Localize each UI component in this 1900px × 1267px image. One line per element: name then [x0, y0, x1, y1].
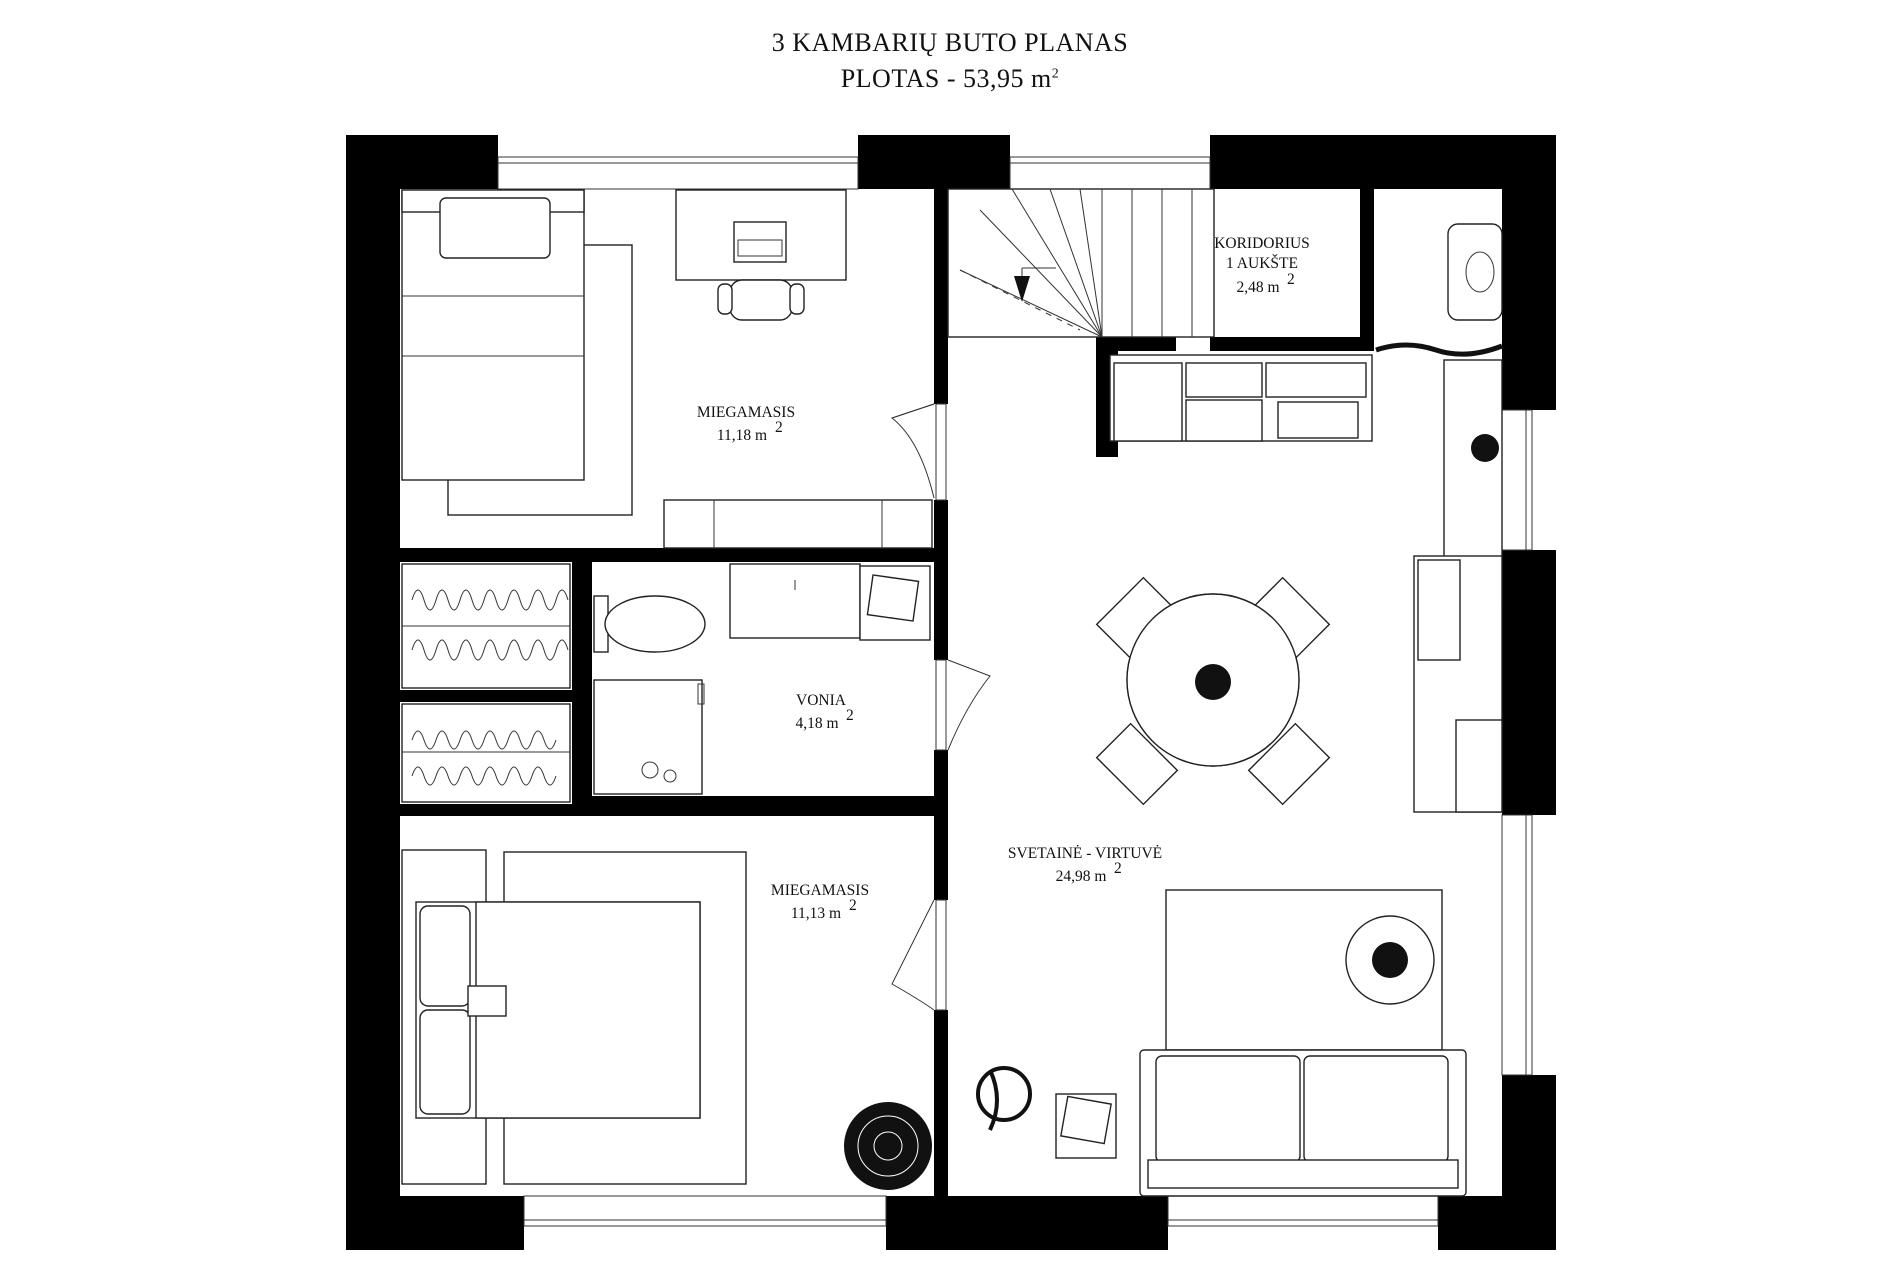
exterior-walls: [346, 135, 1556, 1250]
room-area-sup: 2: [1114, 860, 1122, 877]
room-area: 2,48 m: [1236, 279, 1279, 296]
plan-area-sup: 2: [1051, 66, 1060, 82]
room-name: VONIA: [796, 692, 847, 709]
sideboard-icon: [663, 499, 933, 549]
plan-area-subtitle: PLOTAS - 53,95 m2: [0, 64, 1900, 94]
room-area: 11,18 m: [717, 427, 767, 444]
plant-icon-counter: [1471, 434, 1499, 462]
toilet-icon: [593, 595, 706, 653]
door-bottom-bedroom[interactable]: [891, 899, 947, 1011]
laptop-icon: [733, 221, 787, 263]
plant-icon-living: [976, 1066, 1032, 1131]
bed-icon-double: [401, 849, 747, 1185]
room-name: KORIDORIUS: [1214, 235, 1310, 252]
label-corridor: KORIDORIUS 1 AUKŠTE 2,48 m 2: [1214, 235, 1310, 296]
sink-icon: [729, 563, 861, 639]
plan-title-text: 3 KAMBARIŲ BUTO PLANAS: [771, 28, 1129, 57]
interior-walls: [400, 189, 1374, 1196]
towel-icon: [859, 565, 931, 641]
room-area-sup: 2: [849, 897, 857, 914]
room-name: MIEGAMASIS: [697, 404, 795, 421]
kitchen-counter-icon: [1109, 354, 1503, 813]
bed-icon: [401, 189, 633, 516]
label-bathroom: VONIA 4,18 m 2: [795, 692, 853, 732]
room-area-sup: 2: [846, 707, 854, 724]
plan-area-text: PLOTAS - 53,95 m: [840, 64, 1052, 93]
room-area-sup: 2: [775, 419, 783, 436]
room-name: MIEGAMASIS: [771, 882, 869, 899]
room-area: 11,13 m: [791, 905, 841, 922]
room-area: 24,98 m: [1056, 868, 1107, 885]
plan-title: 3 KAMBARIŲ BUTO PLANAS: [0, 28, 1900, 58]
room-area: 4,18 m: [795, 715, 838, 732]
room-area-sup: 2: [1287, 271, 1295, 288]
rug-icon: [1165, 889, 1443, 1051]
label-living-kitchen: SVETAINĖ - VIRTUVĖ 24,98 m 2: [1008, 845, 1162, 885]
label-bedroom-bottom: MIEGAMASIS 11,13 m 2: [771, 882, 869, 922]
door-top-bedroom[interactable]: [890, 403, 947, 501]
washer-icon: [1447, 223, 1503, 321]
room-name-line2: 1 AUKŠTE: [1226, 255, 1298, 272]
room-name: SVETAINĖ - VIRTUVĖ: [1008, 845, 1162, 862]
chair-icon: [717, 279, 805, 321]
plant-icon-hanging: [1375, 342, 1503, 357]
windows: [497, 156, 1533, 1227]
label-bedroom-top: MIEGAMASIS 11,18 m 2: [697, 404, 795, 444]
shower-icon: [593, 679, 705, 795]
coffee-table-icon: [1055, 1093, 1117, 1159]
sofa-icon: [1139, 1049, 1467, 1197]
plant-icon: [844, 1102, 932, 1190]
dining-table-icon: [1095, 576, 1331, 806]
wardrobe-icon: [401, 563, 571, 803]
stairs-icon: [947, 188, 1215, 338]
door-bathroom[interactable]: [935, 659, 991, 751]
